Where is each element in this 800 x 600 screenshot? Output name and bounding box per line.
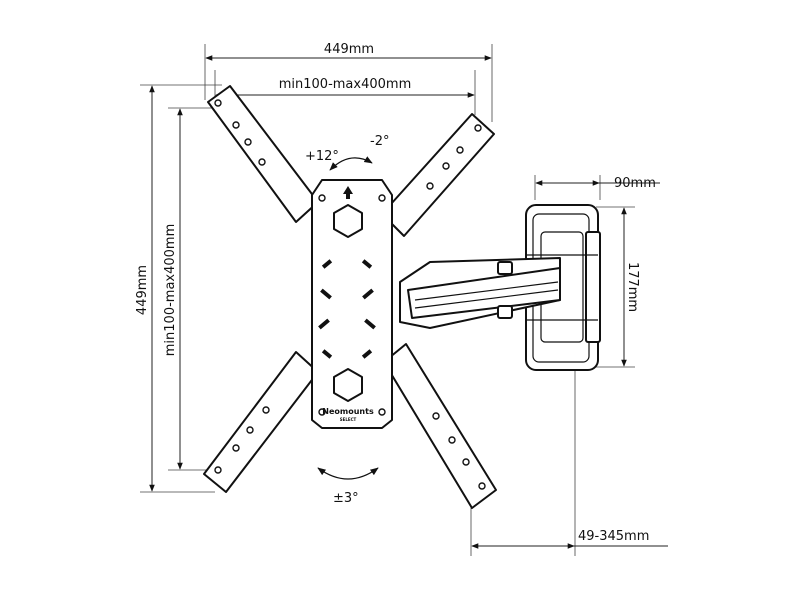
extension-dimension-label: 49-345mm [578,529,649,544]
plate-arm-bottom-right [383,343,497,509]
rotation-label: ±3° [333,491,359,506]
depth-dimension-label: 90mm [614,176,656,191]
left-outer-dimension-label: 449mm [135,265,150,315]
height-dimension-label: 177mm [625,262,640,312]
tilt-up-label: +12° [305,149,339,164]
top-inner-dimension-label: min100-max400mm [279,77,411,92]
extension-arm [399,257,561,329]
plate-arm-top-right [381,113,495,237]
brand-line-text: SELECT [340,417,357,422]
vesa-cross-plate [203,85,497,509]
plate-arm-bottom-left [203,351,319,493]
rotation-indicator [317,467,379,480]
plate-hub [311,179,393,429]
left-inner-dimension-label: min100-max400mm [163,224,178,356]
tilt-down-label: -2° [370,134,389,149]
top-outer-dimension-label: 449mm [324,42,374,57]
plate-arm-top-left [207,85,319,223]
dimension-lines [140,44,668,556]
tilt-indicator [329,156,373,171]
wall-bracket [525,204,601,371]
brand-logo-text: Neomounts [322,407,374,416]
